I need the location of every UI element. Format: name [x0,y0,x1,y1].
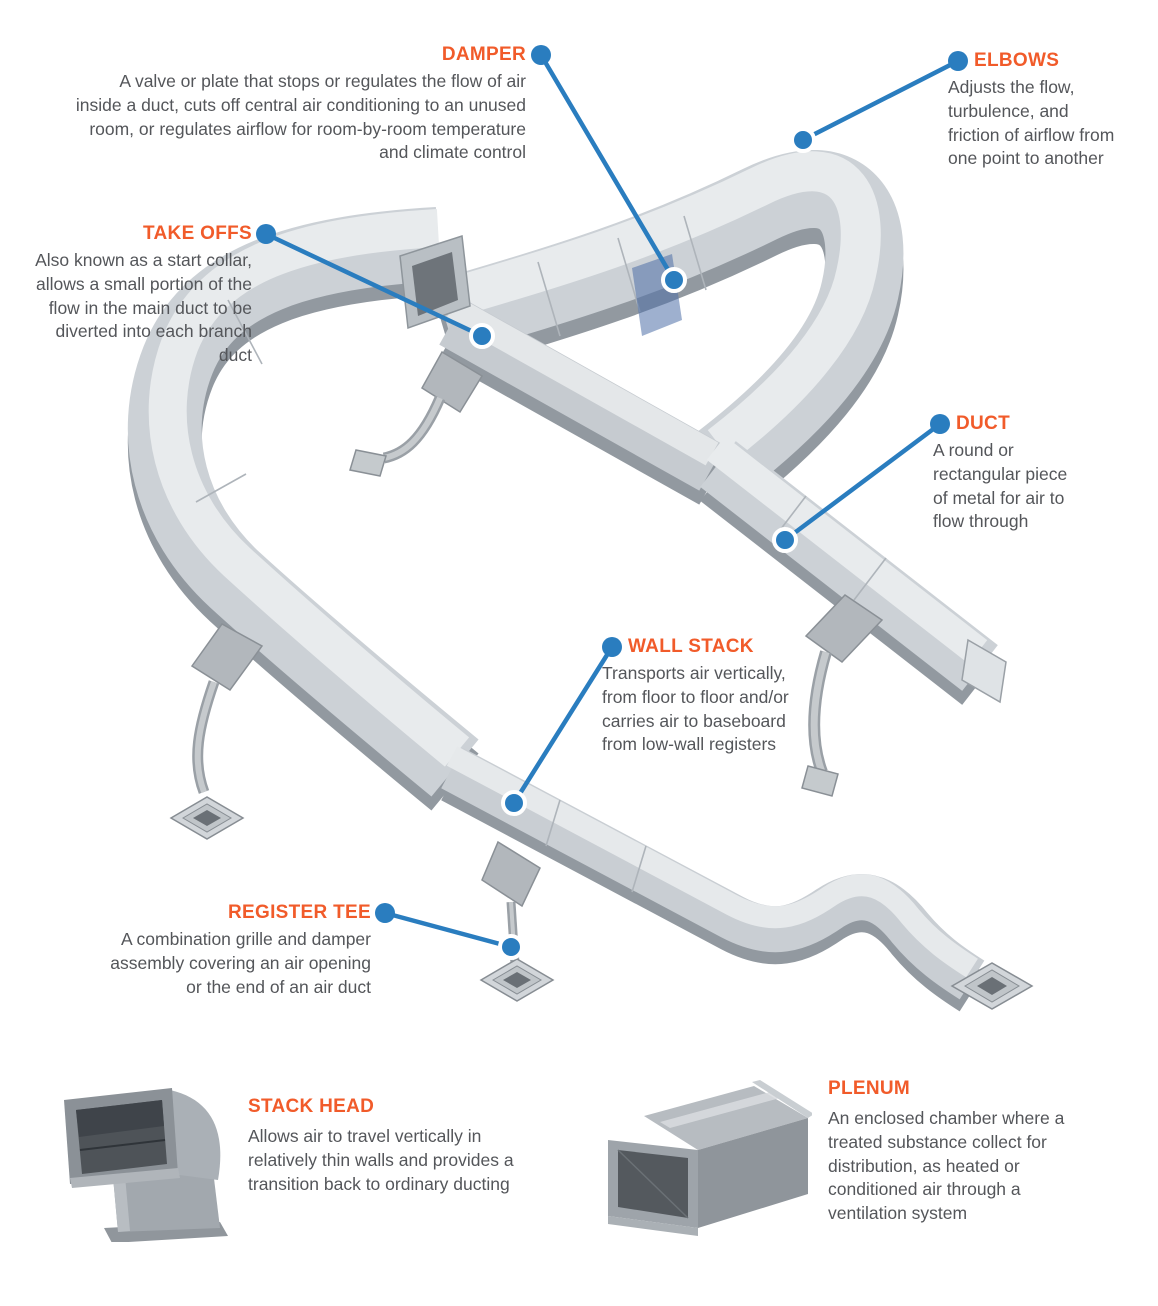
callout-stack-head: STACK HEAD Allows air to travel vertical… [248,1096,526,1196]
duct-title: DUCT [956,413,1010,434]
callout-label-dots [256,45,968,923]
register-tee [479,840,555,1002]
left-branch-register [169,623,264,840]
wall-stack-title: WALL STACK [628,636,754,657]
damper-target-dot [661,267,687,293]
takeoffs-label-dot [256,224,276,244]
elbows-description: Adjusts the flow, turbulence, and fricti… [948,77,1115,169]
callout-damper: DAMPER A valve or plate that stops or re… [70,44,526,165]
plenum-title: PLENUM [828,1078,911,1099]
duct-bottom-run [441,746,985,1012]
callout-wall-stack: WALL STACK Transports air vertically, fr… [602,636,814,757]
stack-head-image [64,1088,228,1242]
duct-description: A round or rectangular piece of metal fo… [933,440,1068,532]
damper-description: A valve or plate that stops or regulates… [75,71,526,163]
plenum-image [608,1080,812,1236]
elbows-target-dot [790,127,816,153]
duct-end-cap [961,638,1007,704]
elbows-label-dot [948,51,968,71]
duct-seams [195,215,887,893]
wall-stack-description: Transports air vertically, from floor to… [602,663,789,755]
register-tee-title: REGISTER TEE [228,902,371,923]
callout-elbows: ELBOWS Adjusts the flow, turbulence, and… [948,50,1124,171]
wallstack-label-dot [602,637,622,657]
callout-lines [263,52,961,950]
takeoffs-target-dot [469,323,495,349]
registertee-target-dot [498,934,524,960]
end-register [950,962,1034,1010]
callout-register-tee: REGISTER TEE A combination grille and da… [95,902,371,999]
callout-plenum: PLENUM An enclosed chamber where a treat… [828,1078,1090,1226]
callout-take-offs: TAKE OFFS Also known as a start collar, … [30,223,252,368]
wallstack-target-dot [501,790,527,816]
take-offs-description: Also known as a start collar, allows a s… [35,250,252,366]
duct-run-right [700,436,998,705]
damper-title: DAMPER [441,44,526,65]
callout-target-dots [469,127,816,960]
register-tee-description: A combination grille and damper assembly… [110,929,371,997]
duct-main-loop [433,150,904,509]
plenum-description: An enclosed chamber where a treated subs… [828,1108,1065,1224]
callout-duct: DUCT A round or rectangular piece of met… [933,413,1069,534]
stack-head-description: Allows air to travel vertically in relat… [248,1126,514,1194]
duct-target-dot [772,527,798,553]
duct-middle-connector [439,296,725,505]
take-offs-title: TAKE OFFS [143,223,252,244]
registertee-label-dot [375,903,395,923]
stack-head-title: STACK HEAD [248,1096,375,1117]
damper-label-dot [531,45,551,65]
duct-left-loop [127,207,479,811]
duct-label-dot [930,414,950,434]
elbows-title: ELBOWS [974,50,1060,71]
wall-register-branch [801,594,884,797]
take-off-fitting [349,350,484,477]
